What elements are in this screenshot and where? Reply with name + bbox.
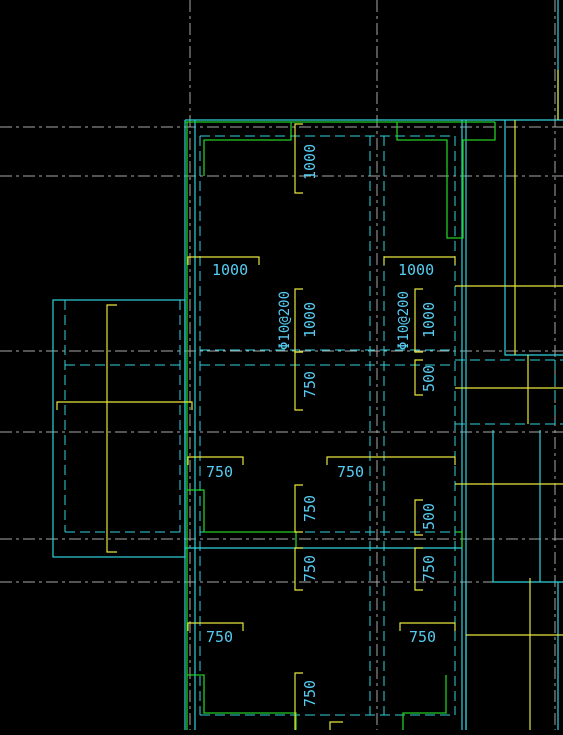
rebar-v-500-right <box>414 359 423 396</box>
green-mid-left <box>187 489 297 548</box>
dim-text-500-v1: 500 <box>420 365 438 392</box>
rebar-spec-labels: Φ10@200 Φ10@200 <box>277 291 412 350</box>
green-bottom-left <box>187 674 297 730</box>
dim-text-750-h4: 750 <box>409 628 436 646</box>
rebar-left-h <box>56 401 193 410</box>
dim-text-500-v2: 500 <box>420 503 438 530</box>
dim-text-750-v4: 750 <box>301 680 319 707</box>
rebar-lines <box>56 70 563 730</box>
green-top-right-notch <box>396 122 496 239</box>
dim-text-750-v3: 750 <box>301 555 319 582</box>
rebar-top-v1 <box>294 123 303 194</box>
rebar-v-500-b <box>414 499 423 536</box>
beam-dashed-outlines <box>64 135 563 716</box>
dim-text-750-h3: 750 <box>206 628 233 646</box>
left-footing-outline <box>52 299 186 558</box>
dim-text-750-h2: 750 <box>337 463 364 481</box>
rebar-v-750-e <box>294 672 303 730</box>
cyan-right-block-1 <box>504 120 563 356</box>
green-bottom-right <box>402 675 447 730</box>
rebar-left-v <box>106 304 117 553</box>
rebar-h-750-d <box>399 622 456 631</box>
rebar-h-1000-right <box>383 256 456 265</box>
dim-text-1000-v-left: 1000 <box>301 302 319 338</box>
rebar-v-750-c <box>294 547 303 591</box>
rebar-bottom-tick <box>329 721 343 730</box>
rebar-v-750-b <box>294 484 303 533</box>
rebar-spec-left: Φ10@200 <box>277 291 293 350</box>
rebar-h-1000-left <box>187 256 260 265</box>
dim-text-1000-v-right: 1000 <box>420 302 438 338</box>
rebar-v-750-left <box>294 351 303 411</box>
rebar-v-750-d <box>414 547 423 591</box>
rebar-v-1000-right <box>414 288 423 353</box>
rebar-spec-right: Φ10@200 <box>396 291 412 350</box>
green-mid-right <box>455 531 463 548</box>
dim-text-750-v5: 750 <box>420 555 438 582</box>
rebar-h-750-a <box>187 456 244 465</box>
green-top-left-notch <box>203 122 292 176</box>
dimension-labels: 1000 1000 1000 1000 1000 750 750 750 750… <box>206 144 438 707</box>
cyan-right-block-2 <box>492 430 563 583</box>
dim-text-1000-top: 1000 <box>301 144 319 180</box>
rebar-h-750-b <box>326 456 456 465</box>
dim-text-1000-h-right: 1000 <box>398 261 434 279</box>
green-wall-outlines <box>185 121 496 730</box>
rebar-h-750-c <box>187 622 244 631</box>
dim-text-750-v2: 750 <box>301 495 319 522</box>
dim-text-750-h1: 750 <box>206 463 233 481</box>
dim-text-750-v1: 750 <box>301 371 319 398</box>
cyan-solid-outlines <box>52 0 563 730</box>
dim-text-1000-h-left: 1000 <box>212 261 248 279</box>
